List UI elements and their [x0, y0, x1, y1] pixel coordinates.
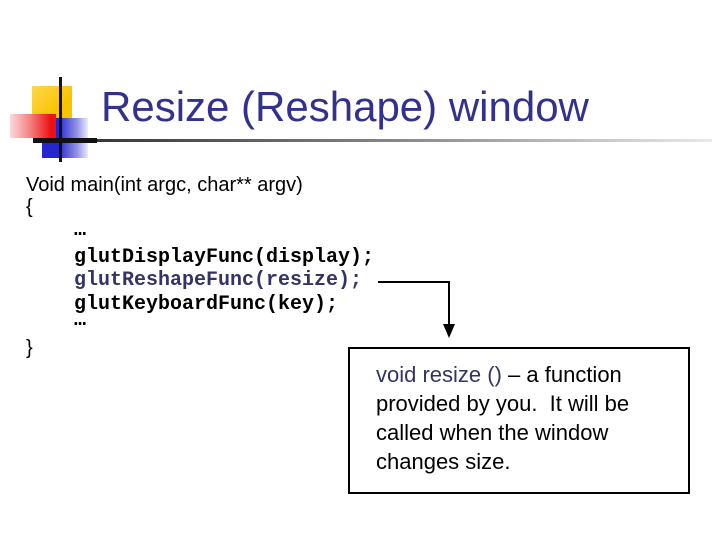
arrowhead-icon — [443, 324, 455, 338]
callout-box: void resize () – a function provided by … — [348, 347, 690, 494]
slide-title: Resize (Reshape) window — [101, 83, 589, 130]
code-line-signature: Void main(int argc, char** argv) — [26, 174, 303, 196]
decoration-red-square — [10, 114, 56, 138]
callout-text: void resize () – a function provided by … — [350, 349, 688, 476]
code-line-keyboard-func: glutKeyboardFunc(key); — [74, 293, 339, 316]
callout-rest: – a function provided by you. It will be… — [376, 362, 636, 474]
decoration-yellow-square — [32, 86, 72, 118]
code-line-reshape-func: glutReshapeFunc(resize); — [74, 269, 363, 292]
decoration-vertical-line — [59, 77, 62, 162]
code-line-close-brace: } — [26, 337, 33, 359]
code-line-ellipsis-top: … — [74, 219, 87, 242]
title-underline-dark-segment — [33, 138, 97, 143]
title-underline — [33, 139, 712, 142]
callout-highlight: void resize () — [376, 362, 502, 387]
code-line-ellipsis-bottom: … — [74, 309, 87, 332]
code-line-open-brace: { — [26, 196, 33, 218]
code-line-display-func: glutDisplayFunc(display); — [74, 246, 375, 269]
arrow-connector — [378, 281, 455, 338]
